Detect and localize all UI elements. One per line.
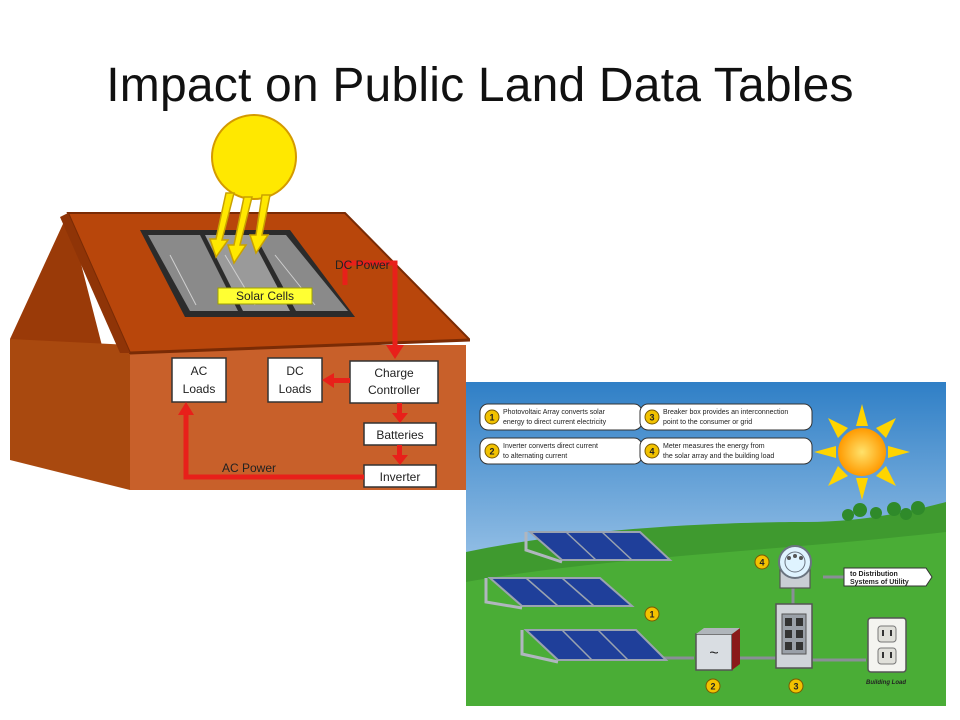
meter-icon: [778, 545, 812, 589]
dc-power-label: DC Power: [335, 258, 390, 272]
solar-panel-array-1: [524, 531, 673, 564]
breaker-box-icon: [775, 603, 813, 669]
inverter-icon: ~: [695, 628, 740, 671]
svg-text:DC: DC: [286, 364, 304, 378]
house-solar-diagram: Solar Cells DC Power Charge Controller D…: [10, 114, 470, 490]
callout-2: 2: [705, 678, 721, 694]
dc-power-wire: [342, 260, 398, 349]
inverter-label: Inverter: [380, 470, 421, 484]
callout-1: 1: [644, 606, 660, 622]
svg-text:2: 2: [489, 447, 494, 457]
svg-text:energy to direct current elect: energy to direct current electricity: [503, 419, 607, 426]
legend-item-4: 4 Meter measures the energy from the sol…: [639, 437, 813, 465]
callout-3: 3: [788, 678, 804, 694]
svg-text:Loads: Loads: [279, 382, 312, 396]
charge-controller-box: [349, 360, 439, 404]
svg-text:4: 4: [649, 447, 654, 457]
legend-item-1: 1 Photovoltaic Array converts solar ener…: [479, 403, 643, 431]
svg-text:4: 4: [759, 558, 764, 568]
legend-item-3: 3 Breaker box provides an interconnectio…: [639, 403, 813, 431]
dc-loads-box: [267, 357, 323, 403]
svg-text:3: 3: [793, 682, 798, 692]
batteries-label: Batteries: [376, 428, 423, 442]
svg-text:Breaker box provides an interc: Breaker box provides an interconnection: [663, 409, 788, 416]
internal-wires: [322, 373, 408, 465]
ac-power-wire: [183, 411, 364, 480]
svg-text:the solar array and the buildi: the solar array and the building load: [663, 453, 774, 460]
svg-text:to alternating current: to alternating current: [503, 453, 567, 460]
svg-text:1: 1: [649, 610, 654, 620]
svg-text:~: ~: [709, 645, 718, 662]
callout-4: 4: [754, 554, 770, 570]
svg-text:Charge: Charge: [374, 366, 414, 380]
svg-text:Inverter converts direct curre: Inverter converts direct current: [503, 443, 598, 450]
svg-text:Meter measures the energy from: Meter measures the energy from: [663, 443, 765, 450]
grid-tied-solar-diagram: 1 Photovoltaic Array converts solar ener…: [466, 382, 946, 706]
svg-text:point to the consumer or grid: point to the consumer or grid: [663, 419, 752, 426]
solar-cells-label: Solar Cells: [236, 289, 294, 303]
solar-cells-label-box: [217, 287, 313, 305]
svg-text:2: 2: [710, 682, 715, 692]
slide-title: Impact on Public Land Data Tables: [106, 59, 854, 112]
svg-text:Controller: Controller: [368, 383, 420, 397]
svg-text:1: 1: [489, 413, 494, 423]
ac-loads-box: [171, 357, 227, 403]
distribution-label: to Distribution Systems of Utility: [843, 567, 933, 587]
svg-text:Photovoltaic Array converts so: Photovoltaic Array converts solar: [503, 409, 606, 416]
tree-cluster: [842, 501, 925, 521]
svg-text:AC: AC: [191, 364, 208, 378]
svg-text:to Distribution: to Distribution: [850, 571, 898, 578]
svg-text:3: 3: [649, 413, 654, 423]
sunlight-arrows: [208, 192, 271, 265]
legend-item-2: 2 Inverter converts direct current to al…: [479, 437, 643, 465]
solar-panel-array-3: [520, 629, 669, 664]
sun-icon: [211, 114, 297, 200]
building-load-label: Building Load: [866, 680, 906, 686]
svg-text:Systems of Utility: Systems of Utility: [850, 579, 909, 586]
sun-icon: [814, 404, 910, 500]
ac-power-label: AC Power: [222, 461, 276, 475]
svg-text:Loads: Loads: [183, 382, 216, 396]
outlet-icon: [867, 617, 907, 673]
solar-panel-array-2: [484, 577, 635, 610]
